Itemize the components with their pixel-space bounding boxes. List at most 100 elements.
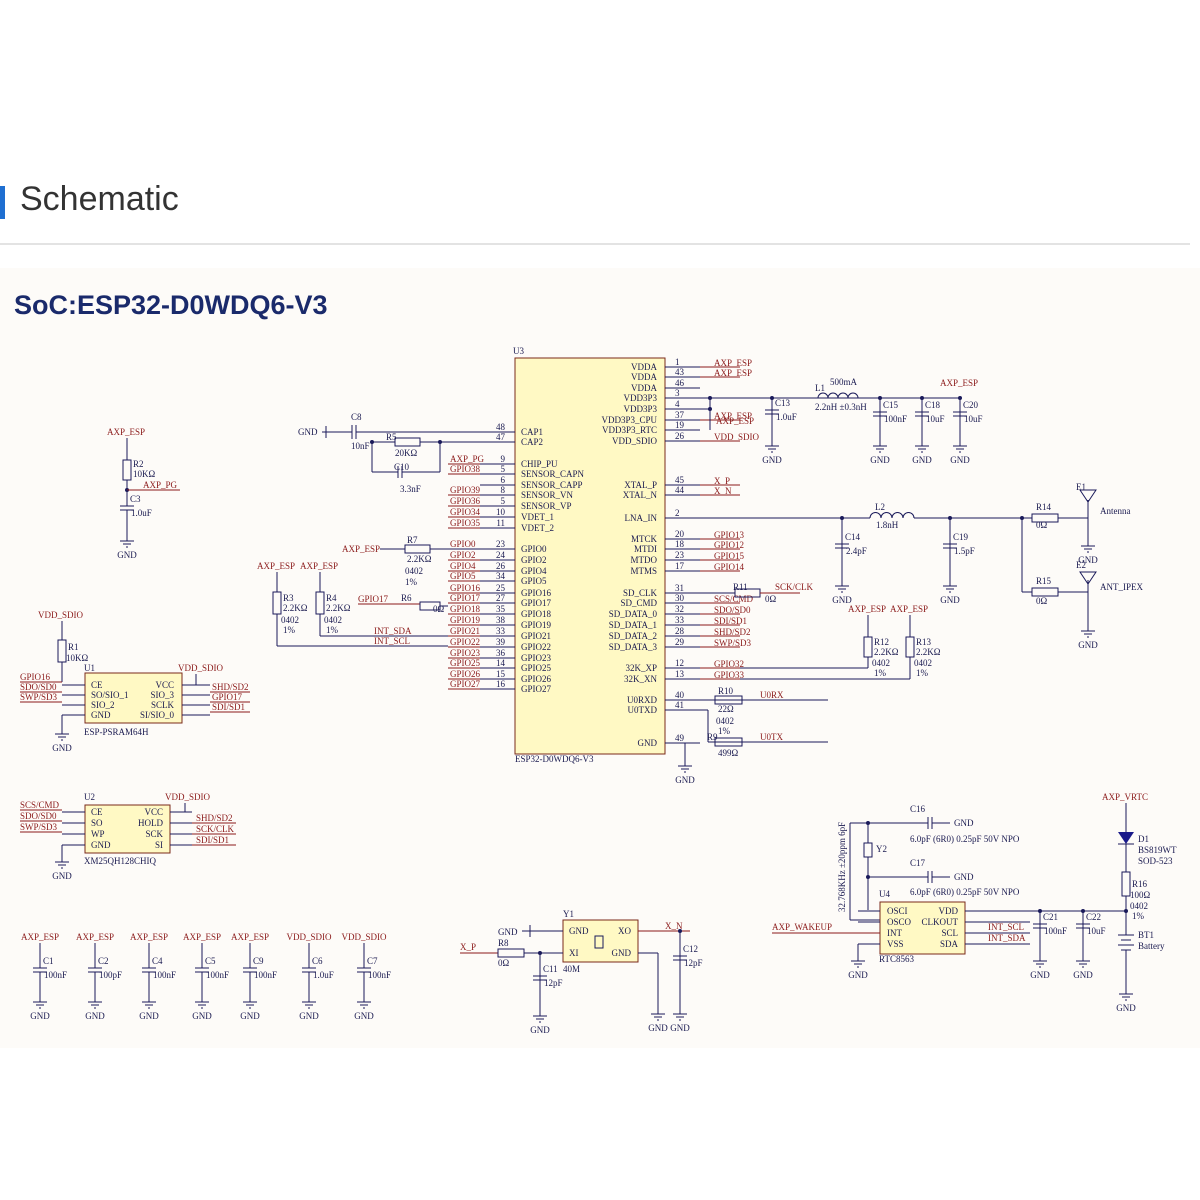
decap-c6-ref: C6	[312, 956, 323, 966]
gnd-label-c17: GND	[954, 872, 974, 882]
u3-pin-number: 29	[675, 637, 685, 647]
u4-pin-name: OSCI	[887, 906, 908, 916]
axp-esp-r12-label: AXP_ESP	[848, 604, 886, 614]
antenna-symbol	[1079, 489, 1097, 503]
r10-package: 0402	[716, 716, 734, 726]
r6-value: 0Ω	[433, 604, 445, 614]
junction-dot	[1038, 909, 1042, 913]
u1-net-label: GPIO17	[212, 692, 243, 702]
u2-pin-name: CE	[91, 807, 103, 817]
r1-resistor	[57, 639, 67, 663]
gnd-label: GND	[299, 1011, 319, 1021]
c20-ref: C20	[963, 400, 979, 410]
u3-chip-body	[514, 357, 666, 755]
gpio17-r6-label: GPIO17	[358, 594, 389, 604]
decap-c9-ref: C9	[253, 956, 264, 966]
u3-net-label: GPIO36	[450, 496, 481, 506]
u4-pin-name: SDA	[940, 939, 959, 949]
r11-ref: R11	[733, 582, 748, 592]
u3-pin-name: CHIP_PU	[521, 459, 558, 469]
u3-net-label: AXP_PG	[450, 454, 485, 464]
c11-ref: C11	[543, 964, 558, 974]
r16-value: 100Ω	[1130, 890, 1151, 900]
r16-ref: R16	[1132, 879, 1148, 889]
r13-package: 0402	[914, 658, 932, 668]
u3-pin-number: 5	[501, 464, 506, 474]
c8-value: 10nF	[351, 441, 370, 451]
gnd-label: GND	[354, 1011, 374, 1021]
u3-net-label: SWP/SD3	[714, 638, 752, 648]
u3-net-label: GPIO0	[450, 539, 476, 549]
u3-pin-name: SENSOR_CAPP	[521, 480, 583, 490]
u1-pin-name: CE	[91, 680, 103, 690]
c10-ref: C10	[394, 462, 410, 472]
c17-value: 6.0pF (6R0) 0.25pF 50V NPO	[910, 887, 1020, 897]
r9-resistor	[714, 737, 743, 747]
u3-pin-name: SD_DATA_0	[609, 609, 658, 619]
r16-tolerance: 1%	[1132, 911, 1145, 921]
axp-wakeup-label: AXP_WAKEUP	[772, 922, 832, 932]
u3-part: ESP32-D0WDQ6-V3	[515, 754, 594, 764]
gnd-label: GND	[648, 1023, 668, 1033]
y2-ref: Y2	[876, 844, 887, 854]
u0rx-label: U0RX	[760, 690, 784, 700]
u3-pin-number: 11	[496, 518, 505, 528]
u2-net-label: SHD/SD2	[196, 813, 233, 823]
u3-pin-name: VDD_SDIO	[612, 436, 658, 446]
u4-pin-name: SCL	[941, 928, 958, 938]
r2-resistor	[122, 459, 132, 481]
decap-net-label: VDD_SDIO	[342, 932, 388, 942]
c3-value: 1.0uF	[131, 508, 152, 518]
int-sda-label: INT_SDA	[374, 626, 412, 636]
decap-c5-ref: C5	[205, 956, 216, 966]
u3-net-label: GPIO34	[450, 507, 481, 517]
int-scl-rtc-label: INT_SCL	[988, 922, 1024, 932]
r11-value: 0Ω	[765, 594, 777, 604]
l2-inductor	[869, 512, 915, 519]
u1-pin-name: SIO_2	[91, 700, 115, 710]
u3-pin-number: 4	[675, 399, 680, 409]
schematic-title: SoC:ESP32-D0WDQ6-V3	[14, 290, 328, 320]
axp-esp-r3-label: AXP_ESP	[257, 561, 295, 571]
u3-pin-number: 1	[675, 357, 680, 367]
r8-ref: R8	[498, 938, 509, 948]
antenna-ipex-symbol	[1079, 571, 1097, 585]
u3-net-label: GPIO5	[450, 571, 476, 581]
u3-pin-name: GPIO2	[521, 555, 547, 565]
decap-c1-ref: C1	[43, 956, 54, 966]
gnd-label-c8: GND	[298, 427, 318, 437]
u3-pin-number: 39	[496, 637, 506, 647]
c19-value: 1.5pF	[954, 546, 975, 556]
u3-pin-number: 26	[496, 561, 506, 571]
axp-esp-power-label: AXP_ESP	[940, 378, 978, 388]
bt1-ref: BT1	[1138, 930, 1154, 940]
decap-net-label: AXP_ESP	[231, 932, 269, 942]
e1-name: Antenna	[1100, 506, 1131, 516]
u3-net-label: GPIO18	[450, 604, 481, 614]
u3-pin-name: U0RXD	[627, 695, 658, 705]
decap-c4-value: 100nF	[153, 970, 176, 980]
u2-chip-body	[84, 804, 171, 854]
c12-value: 12pF	[684, 958, 703, 968]
d1-diode-symbol	[1118, 832, 1134, 844]
u3-pin-number: 44	[675, 485, 685, 495]
gnd-label: GND	[192, 1011, 212, 1021]
u3-pin-number: 26	[675, 431, 685, 441]
y1-crystal-symbol	[594, 935, 604, 949]
gnd-label: GND	[530, 1025, 550, 1035]
u2-pin-name: SO	[91, 818, 103, 828]
gnd-label: GND	[762, 455, 782, 465]
int-scl-label: INT_SCL	[374, 636, 410, 646]
u3-net-label: GPIO2	[450, 550, 476, 560]
r13-value: 2.2KΩ	[916, 647, 941, 657]
u3-pin-number: 43	[675, 367, 685, 377]
u3-net-label: GPIO4	[450, 561, 476, 571]
r8-value: 0Ω	[498, 958, 510, 968]
r3-package: 0402	[281, 615, 299, 625]
u3-net-label: GPIO16	[450, 583, 481, 593]
u3-pin-name: CAP1	[521, 427, 543, 437]
r2-ref: R2	[133, 459, 144, 469]
gnd-label: GND	[832, 595, 852, 605]
vdd-sdio-u2-label: VDD_SDIO	[165, 792, 211, 802]
junction-dot	[770, 396, 774, 400]
